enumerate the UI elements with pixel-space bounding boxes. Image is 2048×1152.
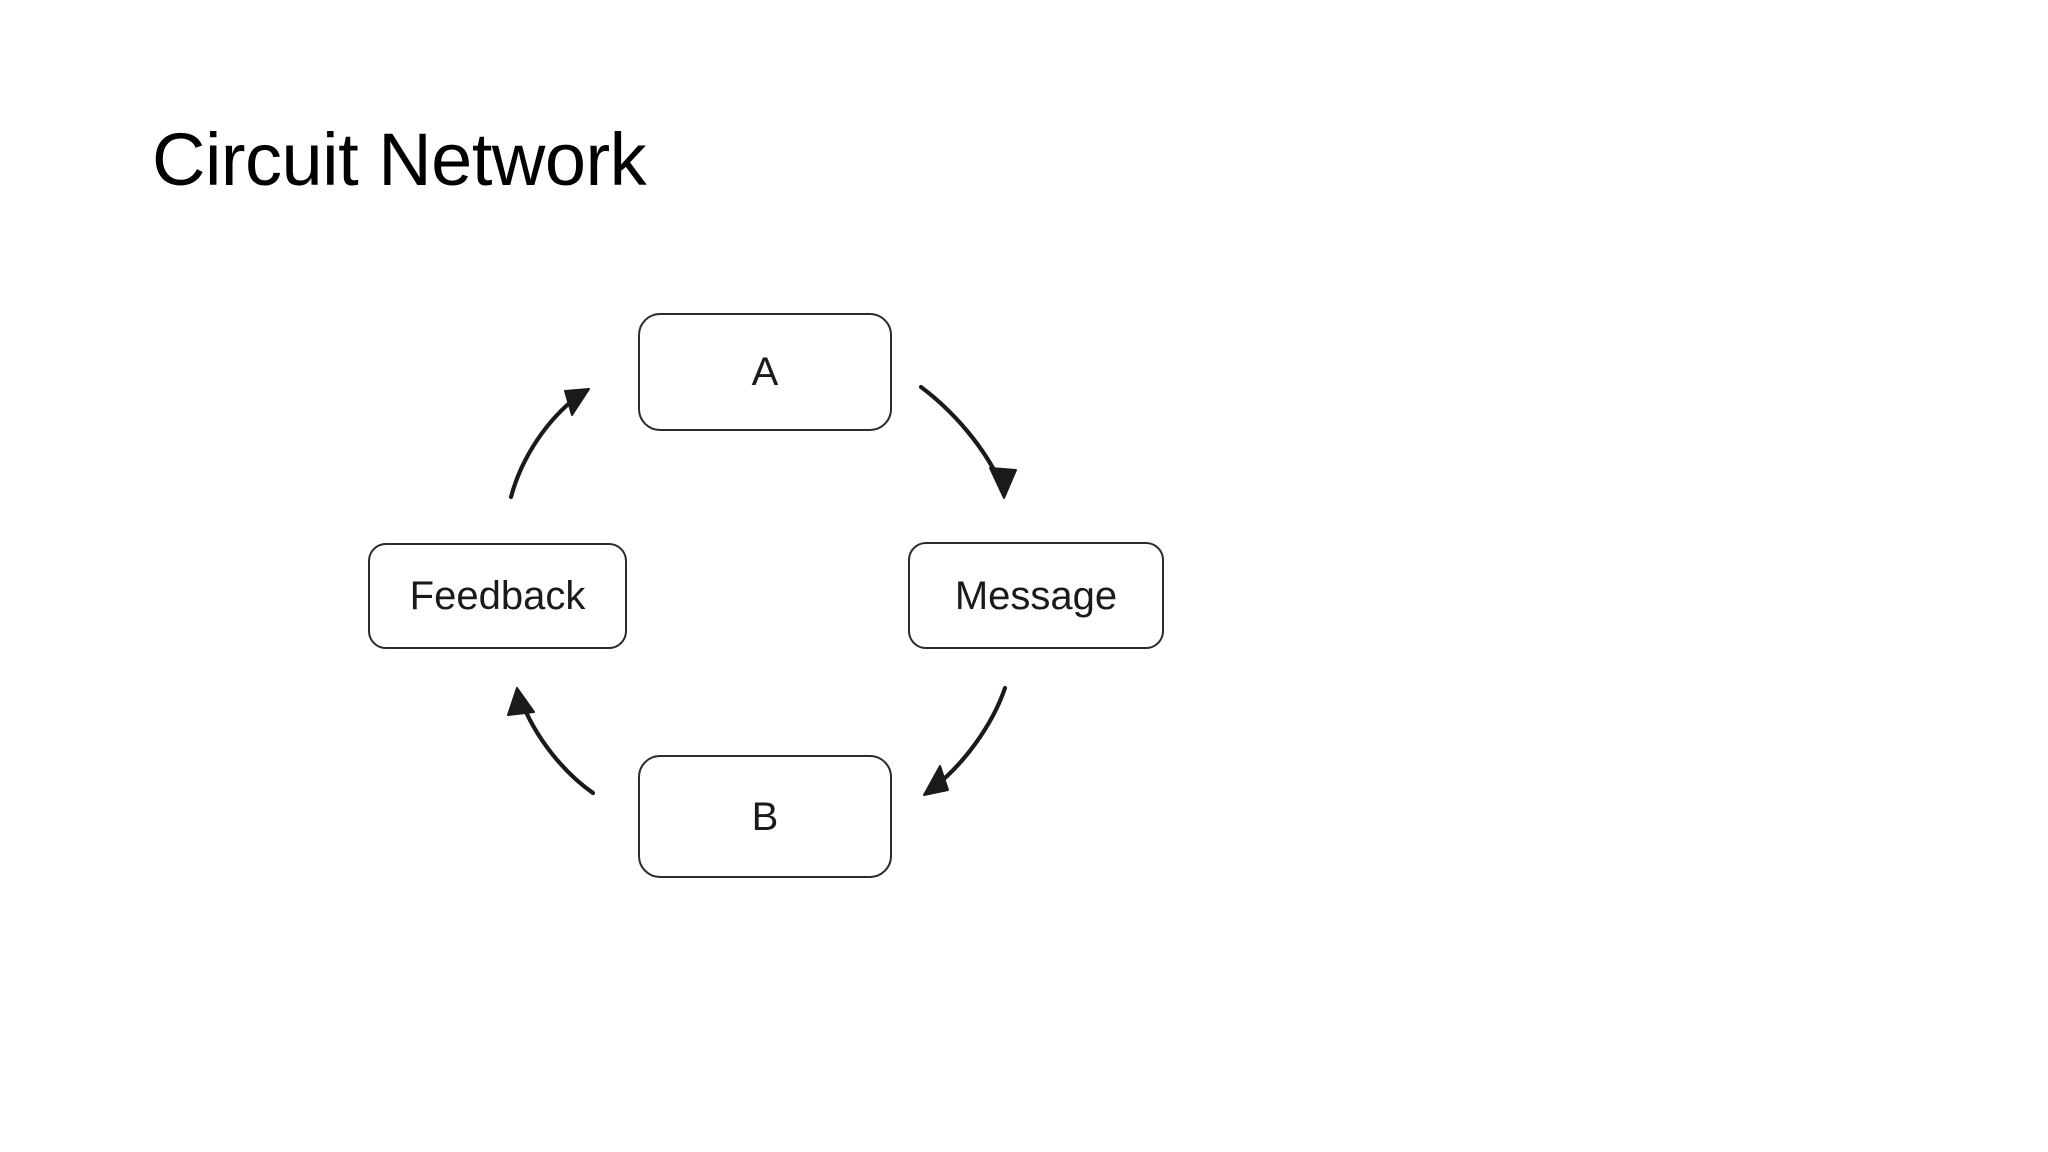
arrow-a-to-message	[918, 384, 1017, 499]
arrow-b-to-feedback	[507, 687, 596, 796]
arrow-feedback-to-a	[508, 388, 590, 500]
diagram-node-feedback-label: Feedback	[409, 574, 586, 618]
diagram-node-a[interactable]: A	[638, 313, 892, 431]
diagram-node-message-label: Message	[954, 573, 1118, 618]
diagram-node-feedback[interactable]: Feedback	[368, 543, 627, 649]
diagram-node-message[interactable]: Message	[908, 542, 1164, 649]
arrow-message-to-b	[923, 685, 1008, 796]
page-title: Circuit Network	[152, 118, 647, 201]
diagram-node-b[interactable]: B	[638, 755, 892, 878]
diagram-node-b-label: B	[751, 794, 779, 839]
diagram-node-a-label: A	[751, 350, 779, 394]
